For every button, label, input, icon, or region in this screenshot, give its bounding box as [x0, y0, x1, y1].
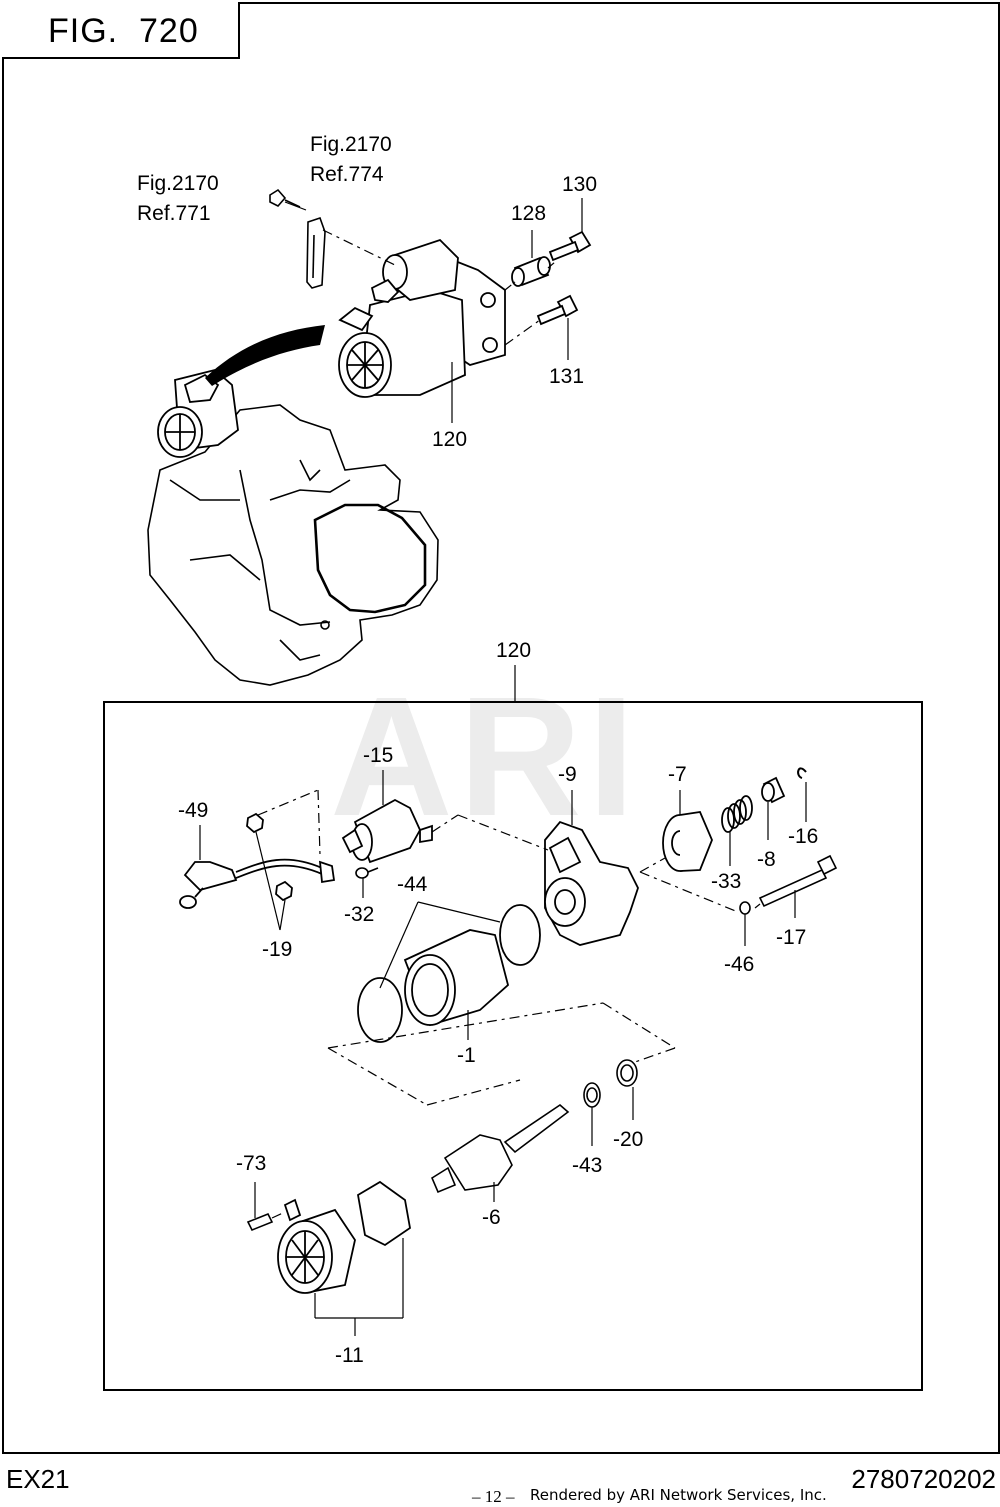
- callout-ref771-line1: Fig.2170: [137, 172, 219, 195]
- callout-46: -46: [724, 953, 754, 976]
- part-11-end-cover: [277, 1180, 411, 1294]
- assembly-leader-lines: [199, 770, 807, 1336]
- callout-128: 128: [511, 202, 546, 225]
- footer-model: EX21: [6, 1464, 70, 1494]
- callout-17: -17: [776, 926, 806, 949]
- part-17-through-bolt: [758, 854, 838, 908]
- callout-32: -32: [344, 903, 374, 926]
- callout-ref771-line2: Ref.771: [137, 202, 211, 225]
- drawing-frame: [2, 2, 1000, 1454]
- bolt-ref771: [269, 188, 301, 208]
- callout-33: -33: [711, 870, 741, 893]
- callout-ref774-line1: Fig.2170: [310, 133, 392, 156]
- part-33-spring: [721, 795, 753, 833]
- callout-7: -7: [668, 763, 687, 786]
- callout-49: -49: [178, 799, 208, 822]
- part-128-spacer: [511, 256, 551, 287]
- callout-131: 131: [549, 365, 584, 388]
- part-6-armature: [430, 1103, 570, 1194]
- part-8-collar: [761, 776, 786, 804]
- callout-1: -1: [457, 1044, 476, 1067]
- part-16-clip: [797, 767, 807, 779]
- callout-8: -8: [757, 848, 776, 871]
- part-9-housing: [544, 820, 639, 946]
- part-130-bolt: [548, 230, 592, 262]
- callout-130: 130: [562, 173, 597, 196]
- callout-11: -11: [335, 1344, 364, 1367]
- callout-73: -73: [236, 1152, 266, 1175]
- callout-6: -6: [482, 1206, 501, 1229]
- callout-19: -19: [262, 938, 292, 961]
- engine-illustration: [147, 404, 439, 686]
- installed-starter-illustration: [157, 369, 239, 458]
- footer-rendered-by: Rendered by ARI Network Services, Inc.: [530, 1486, 827, 1504]
- part-7-pinion: [662, 811, 713, 872]
- upper-leader-lines: [284, 198, 583, 423]
- starter-motor-illustration: [338, 238, 506, 398]
- part-20-43-washers: [583, 1059, 638, 1108]
- bracket-ref774: [306, 216, 326, 289]
- part-32-screw: [355, 867, 379, 879]
- callout-44: -44: [397, 873, 428, 896]
- part-1-yoke: [357, 904, 541, 1043]
- part-15-solenoid: [341, 798, 433, 864]
- part-46-ring: [739, 901, 751, 915]
- callout-120-assembly: 120: [496, 639, 531, 662]
- installation-arrow: [205, 325, 325, 386]
- figure-title: FIG. 720: [48, 12, 199, 50]
- figure-title-box: FIG. 720: [2, 2, 240, 59]
- callout-15: -15: [363, 744, 393, 767]
- assembly-box: [103, 701, 923, 1391]
- callout-ref774-line2: Ref.774: [310, 163, 384, 186]
- callout-20: -20: [613, 1128, 643, 1151]
- footer-page-number: – 12 –: [472, 1487, 515, 1506]
- part-49-cable: [179, 858, 336, 909]
- footer-document-code: 2780720202: [851, 1464, 996, 1494]
- callout-9: -9: [558, 763, 577, 786]
- part-131-bolt: [536, 294, 579, 326]
- callout-43: -43: [572, 1154, 602, 1177]
- part-19-nuts: [246, 812, 293, 902]
- callout-16: -16: [788, 825, 818, 848]
- part-73-screw: [246, 1212, 274, 1232]
- callout-120-top: 120: [432, 428, 467, 451]
